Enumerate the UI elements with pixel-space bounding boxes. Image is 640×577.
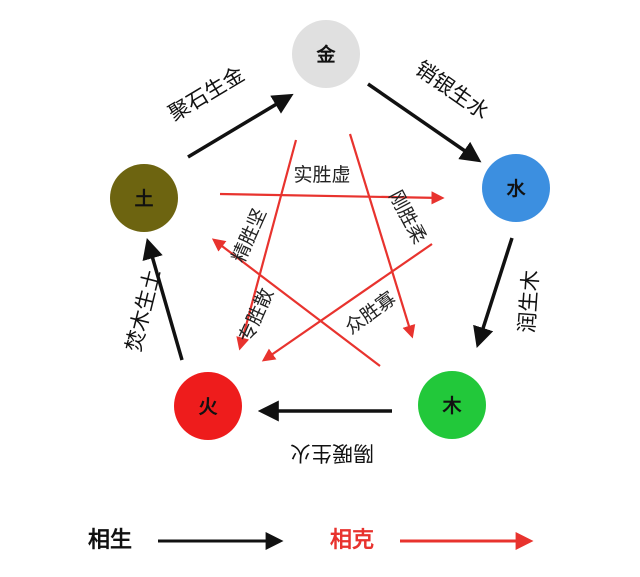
label-overcome-right-upper: 刚胜柔: [384, 187, 430, 248]
earth-label: 土: [134, 188, 153, 210]
node-water: 水: [482, 154, 550, 222]
wood-label: 木: [441, 394, 462, 417]
arrow-overcome-top: [219, 191, 445, 205]
label-wood-fire: 陽暖生火: [290, 441, 374, 465]
node-earth: 土: [110, 164, 178, 232]
wood-circle: [418, 371, 486, 439]
arrow-overcome-right-lower: [261, 243, 433, 362]
arrow-water-to-wood: [473, 237, 514, 348]
water-label: 水: [506, 178, 526, 200]
earth-circle: [110, 164, 178, 232]
fire-label: 火: [198, 396, 218, 418]
legend-overcome-label: 相克: [330, 527, 374, 553]
node-wood: 木: [418, 371, 486, 439]
label-overcome-left-lower: 专胜散: [235, 285, 278, 346]
legend-generate-label: 相生: [88, 528, 132, 553]
label-earth-metal: 聚石生金: [164, 62, 248, 126]
metal-circle: [292, 20, 360, 88]
node-metal: 金: [292, 20, 360, 88]
generate-cycle: [142, 82, 514, 422]
label-metal-water: 销银生水: [411, 56, 494, 124]
water-circle: [482, 154, 550, 222]
label-fire-earth: 焚木生土: [121, 267, 165, 354]
arrow-overcome-right-upper: [348, 133, 416, 339]
label-water-wood: 润生木: [515, 269, 543, 334]
arrow-metal-to-water: [367, 82, 482, 163]
arrow-fire-to-earth: [142, 237, 184, 361]
label-overcome-right-lower: 众胜寡: [341, 287, 400, 338]
metal-label: 金: [315, 43, 336, 66]
arrow-earth-to-metal: [187, 93, 294, 159]
fire-circle: [174, 372, 242, 440]
node-fire: 火: [174, 372, 242, 440]
overcome-cycle: [211, 133, 445, 367]
legend: 相生 相克: [88, 527, 534, 553]
arrow-overcome-left-upper: [211, 238, 381, 367]
label-overcome-top: 实胜虚: [293, 164, 350, 186]
arrow-overcome-left-lower: [236, 139, 298, 351]
